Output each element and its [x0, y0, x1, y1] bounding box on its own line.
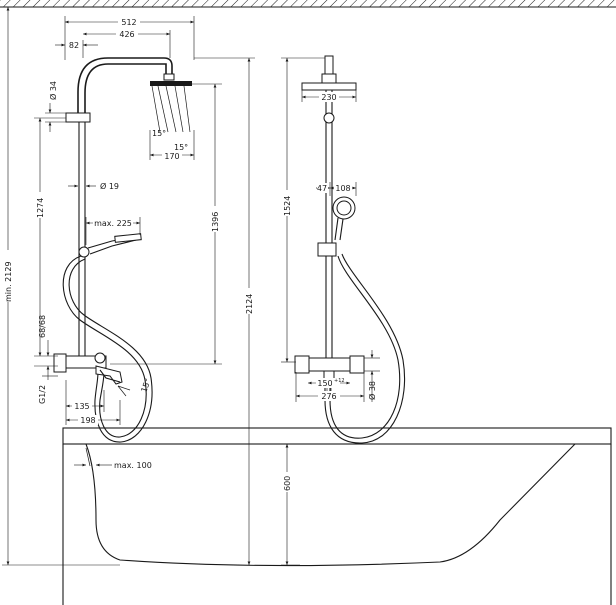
dim-230: 230: [321, 93, 336, 102]
dim-135: 135: [74, 402, 89, 411]
dim-276: 276: [321, 392, 336, 401]
dim-d38: Ø 38: [367, 381, 377, 400]
dim-6868: 68/68: [38, 315, 47, 338]
dim-2124: 2124: [245, 294, 254, 314]
dimensions-front: 230 1524 47 108 150 +12 Ø 38 276: [281, 57, 380, 566]
side-view-shower: [53, 57, 192, 443]
dim-150: 150: [317, 379, 332, 388]
dim-d19: Ø 19: [100, 181, 119, 191]
dim-15c: 15°: [139, 377, 152, 393]
dim-47: 47: [317, 184, 327, 193]
dim-170: 170: [164, 152, 179, 161]
dim-d34: Ø 34: [48, 81, 58, 100]
dim-max225: max. 225: [94, 219, 132, 228]
dim-600: 600: [283, 476, 292, 491]
dim-82: 82: [69, 41, 79, 50]
dim-150-tol: +12: [334, 378, 345, 384]
front-view-shower: [294, 55, 406, 444]
ceiling: [0, 0, 616, 8]
dim-1524: 1524: [283, 196, 292, 216]
dim-198: 198: [80, 416, 95, 425]
dim-max100: max. 100: [114, 461, 152, 470]
dim-426: 426: [119, 30, 134, 39]
bathtub: [62, 427, 612, 605]
dim-512: 512: [121, 18, 136, 27]
dimensions-left: 512 426 82 Ø 34 15° 15° 170 Ø 19 1274: [2, 7, 255, 566]
dim-1396: 1396: [211, 212, 220, 232]
dim-15a: 15°: [152, 129, 166, 138]
dim-15b: 15°: [174, 143, 188, 152]
dim-1274: 1274: [36, 198, 45, 218]
dim-108: 108: [335, 184, 350, 193]
dim-2129: min. 2129: [4, 261, 13, 302]
dim-g12: G1/2: [38, 385, 47, 404]
